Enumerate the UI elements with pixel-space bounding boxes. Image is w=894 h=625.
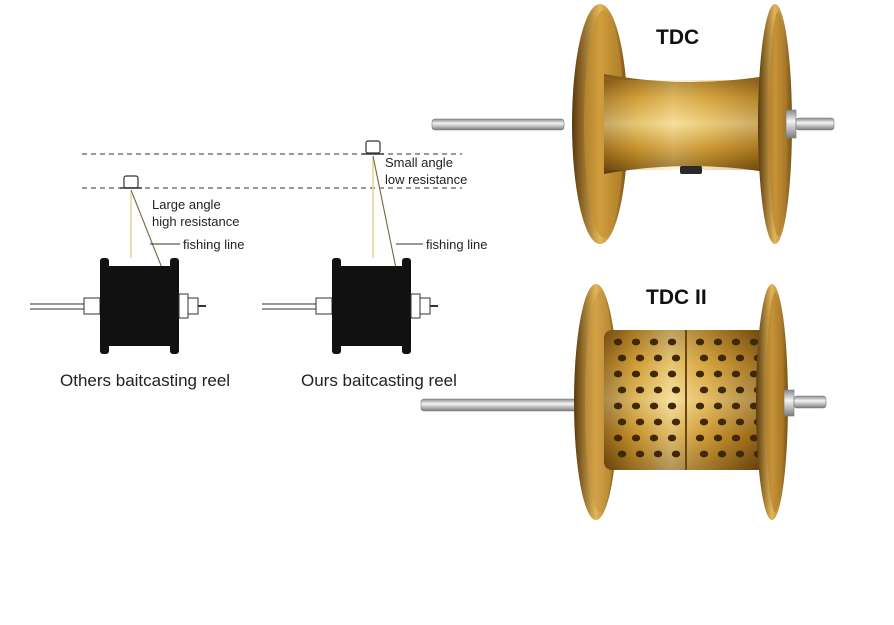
ported-holes [613, 338, 763, 458]
others-reel-diagram: Large angle high resistance fishing line… [30, 175, 244, 390]
port-hole [749, 434, 759, 442]
large-angle-label: Large angle [152, 197, 221, 212]
port-hole [735, 386, 745, 394]
port-hole [713, 434, 723, 442]
port-hole [631, 402, 641, 410]
port-hole [613, 402, 623, 410]
port-hole [695, 338, 705, 346]
tdc-spool-photo [431, 4, 835, 244]
port-hole [735, 450, 745, 458]
port-hole [731, 338, 741, 346]
fishing-line-label: fishing line [183, 237, 244, 252]
spool-schematic [262, 258, 438, 354]
port-hole [653, 418, 663, 426]
port-hole [713, 370, 723, 378]
port-hole [649, 338, 659, 346]
port-hole [631, 370, 641, 378]
fishing-line [372, 155, 399, 279]
port-hole [635, 386, 645, 394]
ours-reel-diagram: Small angle low resistance fishing line … [262, 140, 487, 390]
port-hole [735, 354, 745, 362]
port-hole [613, 338, 623, 346]
port-hole [649, 370, 659, 378]
port-hole [653, 386, 663, 394]
port-hole [635, 418, 645, 426]
port-hole [635, 450, 645, 458]
port-hole [699, 354, 709, 362]
others-reel-caption: Others baitcasting reel [60, 371, 230, 390]
port-hole [635, 354, 645, 362]
port-hole [667, 338, 677, 346]
port-hole [671, 450, 681, 458]
port-hole [653, 450, 663, 458]
port-hole [649, 434, 659, 442]
small-angle-label: Small angle [385, 155, 453, 170]
port-hole [699, 450, 709, 458]
line-guide-icon [362, 140, 384, 155]
port-hole [613, 434, 623, 442]
tdc2-title: TDC II [646, 286, 707, 309]
guide-lines [82, 153, 462, 189]
port-hole [667, 434, 677, 442]
port-hole [631, 338, 641, 346]
port-hole [699, 386, 709, 394]
tdc2-spool-photo [420, 284, 827, 520]
port-hole [695, 434, 705, 442]
port-hole [631, 434, 641, 442]
port-hole [717, 354, 727, 362]
port-hole [617, 450, 627, 458]
line-guide-icon [120, 175, 142, 189]
low-resistance-label: low resistance [385, 172, 467, 187]
port-hole [653, 354, 663, 362]
port-hole [617, 418, 627, 426]
ours-reel-caption: Ours baitcasting reel [301, 371, 457, 390]
port-hole [649, 402, 659, 410]
port-hole [749, 370, 759, 378]
spool-schematic [30, 258, 206, 354]
high-resistance-label: high resistance [152, 214, 239, 229]
port-hole [671, 418, 681, 426]
port-hole [617, 386, 627, 394]
port-hole [717, 386, 727, 394]
tdc-title: TDC [656, 26, 699, 49]
port-hole [613, 370, 623, 378]
port-hole [731, 402, 741, 410]
fishing-line [130, 189, 167, 279]
port-hole [717, 418, 727, 426]
port-hole [695, 402, 705, 410]
port-hole [617, 354, 627, 362]
port-hole [671, 354, 681, 362]
port-hole [713, 338, 723, 346]
port-hole [667, 370, 677, 378]
port-hole [749, 338, 759, 346]
port-hole [735, 418, 745, 426]
port-hole [699, 418, 709, 426]
port-hole [671, 386, 681, 394]
port-hole [717, 450, 727, 458]
port-hole [695, 370, 705, 378]
fishing-line-label: fishing line [426, 237, 487, 252]
port-hole [713, 402, 723, 410]
port-hole [731, 370, 741, 378]
port-hole [667, 402, 677, 410]
port-hole [731, 434, 741, 442]
